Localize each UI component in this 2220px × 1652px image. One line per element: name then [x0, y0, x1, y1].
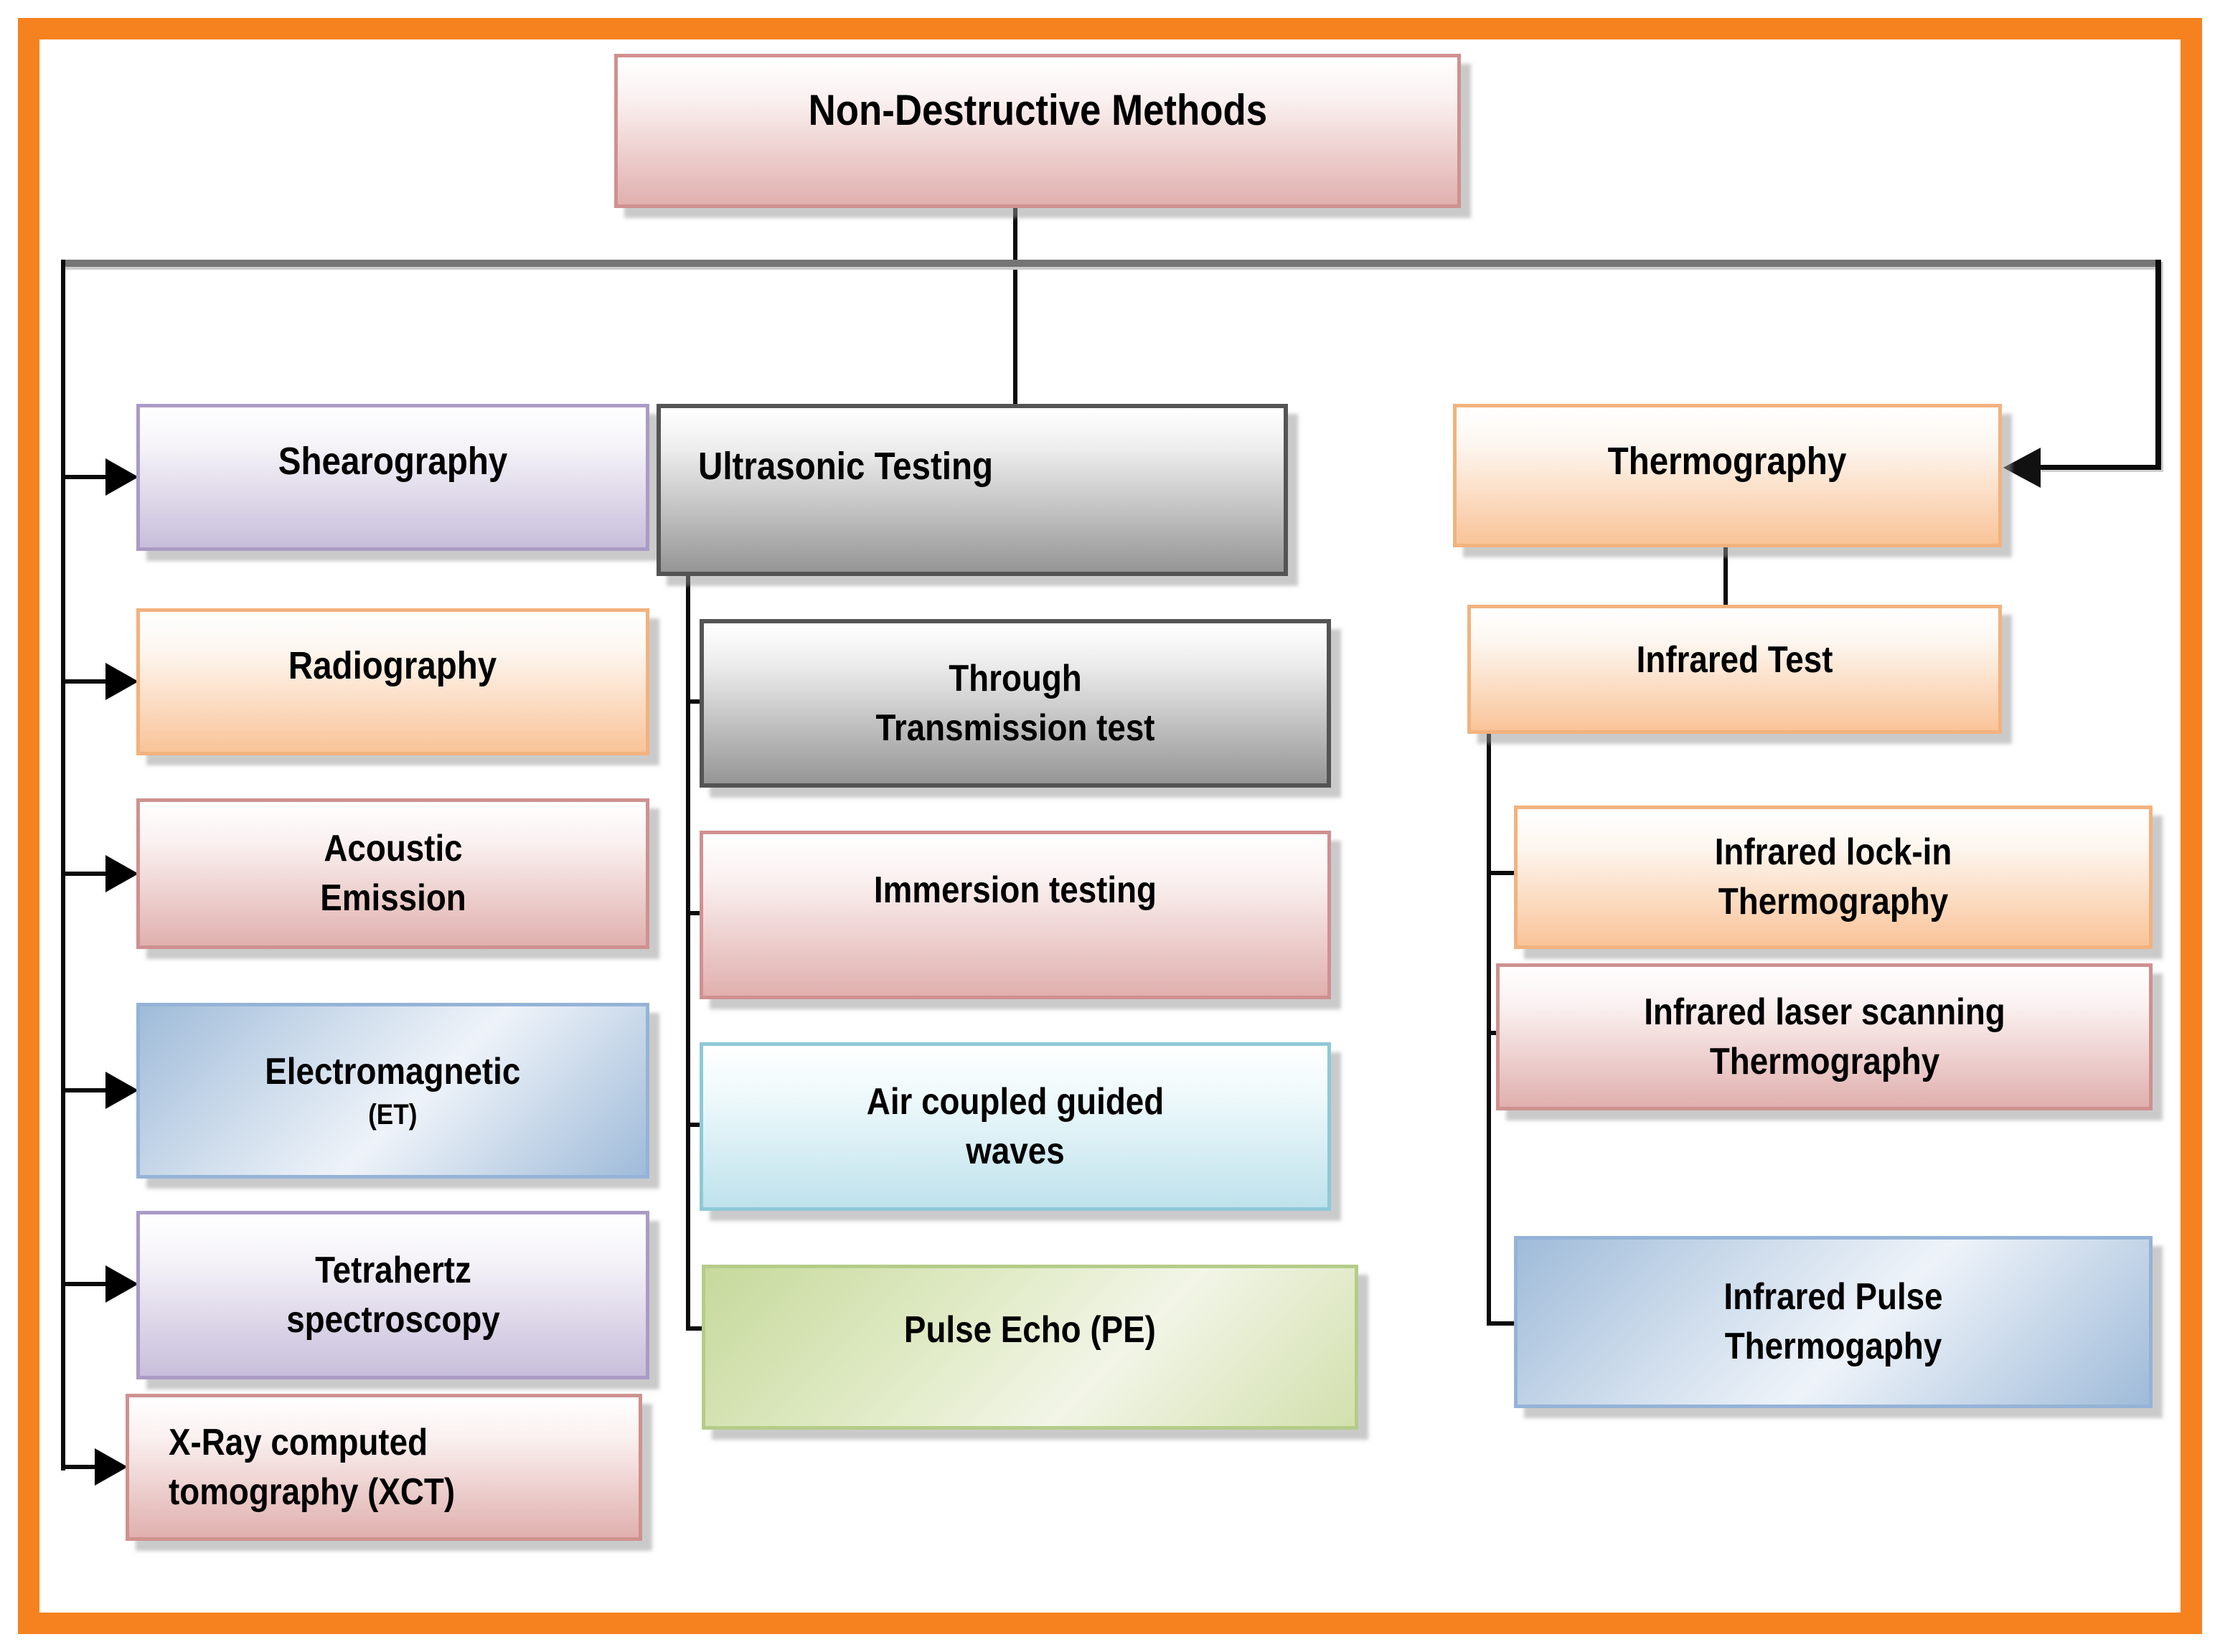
node-acoustic-emission: Acoustic Emission: [136, 798, 649, 949]
node-pulse-echo: Pulse Echo (PE): [702, 1265, 1358, 1430]
node-label: Thermography: [1608, 440, 1847, 483]
node-label: Air coupled guided waves: [866, 1080, 1165, 1172]
node-label: Acoustic Emission: [319, 828, 466, 919]
arrow-right-icon: [105, 663, 138, 700]
node-label: Infrared laser scanning Thermography: [1643, 991, 2005, 1082]
connector-stub-acoustic: [61, 872, 110, 876]
connector-thermography-infrared: [1723, 547, 1728, 608]
node-label: Electromagnetic (ET): [265, 1047, 520, 1134]
node-sublabel: (ET): [368, 1099, 418, 1131]
arrow-right-icon: [95, 1448, 128, 1486]
node-shearography: Shearography: [136, 404, 649, 551]
arrow-right-icon: [105, 458, 138, 496]
connector-root-vertical: [1013, 207, 1017, 407]
connector-left-rail: [61, 260, 65, 1471]
node-label: Ultrasonic Testing: [698, 445, 994, 488]
connector-elbow-pulse-echo: [686, 1326, 706, 1331]
node-label: Shearography: [278, 440, 508, 483]
node-infrared-lock-in: Infrared lock-in Thermography: [1514, 806, 2153, 949]
connector-stub-radiography: [61, 679, 110, 684]
node-label: Radiography: [288, 644, 497, 687]
node-thermography: Thermography: [1453, 404, 2002, 547]
connector-ultrasonic-rail: [686, 576, 690, 1331]
arrow-right-icon: [105, 1072, 138, 1109]
connector-infrared-rail: [1487, 730, 1491, 1326]
connector-stub-aircoupled: [686, 1123, 705, 1127]
node-label: Immersion testing: [873, 869, 1157, 911]
node-label: Tetrahertz spectroscopy: [286, 1249, 500, 1341]
node-radiography: Radiography: [136, 608, 649, 755]
node-ultrasonic-testing: Ultrasonic Testing: [657, 404, 1288, 576]
connector-stub-xray: [61, 1465, 110, 1469]
connector-main-rail: [61, 260, 2160, 267]
node-infrared-pulse: Infrared Pulse Thermogaphy: [1514, 1236, 2153, 1408]
node-immersion-testing: Immersion testing: [700, 831, 1331, 999]
connector-stub-electromagnetic: [61, 1088, 110, 1092]
node-through-transmission: Through Transmission test: [700, 619, 1331, 788]
node-electromagnetic: Electromagnetic (ET): [136, 1003, 649, 1179]
node-infrared-test: Infrared Test: [1467, 605, 2002, 734]
node-root: Non-Destructive Methods: [614, 54, 1461, 208]
node-label: Infrared lock-in Thermography: [1714, 831, 1952, 922]
node-label: Through Transmission test: [875, 657, 1155, 749]
connector-stub-tetrahertz: [61, 1282, 110, 1286]
orange-frame: [18, 18, 2202, 1634]
node-label: Infrared Pulse Thermogaphy: [1723, 1276, 1943, 1367]
connector-stub-lockin: [1487, 871, 1517, 875]
node-infrared-laser-scanning: Infrared laser scanning Thermography: [1496, 963, 2153, 1110]
node-label: Pulse Echo (PE): [904, 1309, 1156, 1351]
node-tetrahertz-spectroscopy: Tetrahertz spectroscopy: [136, 1211, 649, 1379]
node-label: X-Ray computed tomography (XCT): [169, 1421, 456, 1513]
connector-stub-through: [686, 699, 705, 704]
connector-right-vertical: [2155, 260, 2161, 469]
node-label: Infrared Test: [1636, 639, 1833, 681]
node-air-coupled-guided-waves: Air coupled guided waves: [700, 1042, 1331, 1211]
connector-stub-immersion: [686, 911, 705, 915]
connector-elbow-irpulse: [1487, 1321, 1517, 1326]
connector-stub-shearography: [61, 475, 110, 479]
connector-thermography-arrow-line: [2039, 465, 2161, 470]
arrow-right-icon: [105, 1265, 138, 1303]
node-label: Non-Destructive Methods: [808, 86, 1267, 134]
arrow-left-icon: [2003, 448, 2041, 488]
node-xray-ct: X-Ray computed tomography (XCT): [126, 1394, 642, 1541]
arrow-right-icon: [105, 855, 138, 892]
